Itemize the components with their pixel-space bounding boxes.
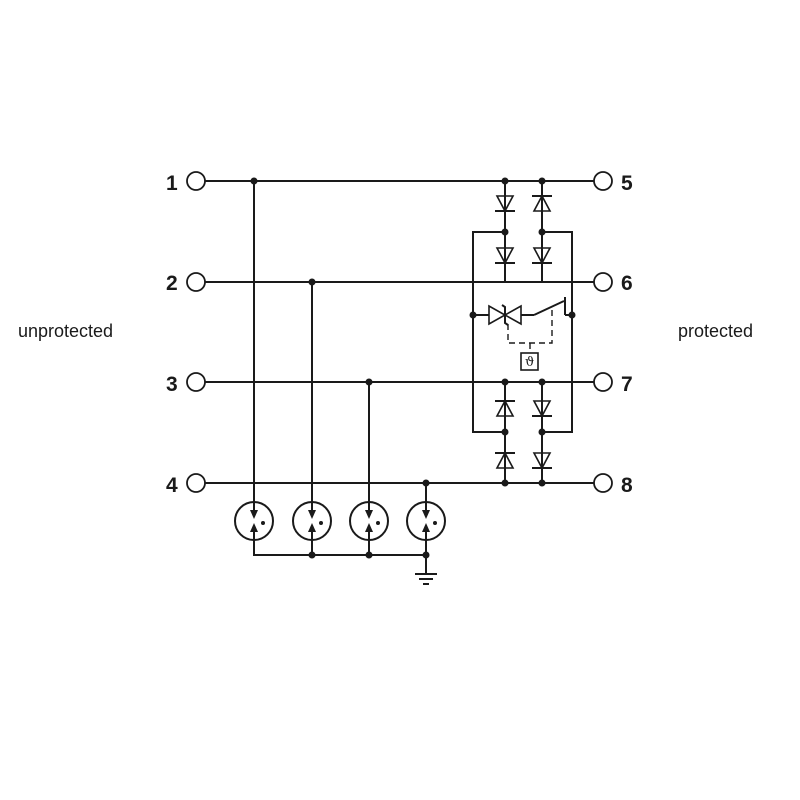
thermal-switch-icon: ϑ [507, 297, 572, 371]
terminal-circle-icon [593, 171, 613, 191]
junction-dots [250, 177, 576, 559]
thermal-symbol: ϑ [525, 355, 534, 370]
gas-discharge-tube-icon [349, 501, 389, 541]
terminal-circle-icon [593, 473, 613, 493]
gas-discharge-tube-icon [234, 501, 274, 541]
terminal-number-5: 5 [621, 172, 633, 195]
diode-icon [495, 399, 515, 417]
gdt-feed-lines [253, 181, 427, 503]
diode-icon [495, 247, 515, 265]
terminal-number-8: 8 [621, 474, 633, 497]
terminal-number-1: 1 [166, 172, 178, 195]
diode-icon [532, 452, 552, 470]
unprotected-label: unprotected [18, 321, 113, 341]
diode-icon [532, 194, 552, 212]
gas-discharge-tube-icon [292, 501, 332, 541]
diode-icon [495, 451, 515, 469]
bidirectional-tvs-icon [488, 304, 522, 326]
terminal-number-6: 6 [621, 272, 633, 295]
block-right-rail [542, 231, 573, 433]
diode-icon [495, 195, 515, 213]
terminal-number-4: 4 [166, 474, 178, 497]
gdt-common-bus [253, 540, 426, 556]
terminal-number-2: 2 [166, 272, 178, 295]
protection-block: ϑ [472, 181, 573, 483]
protected-label: protected [678, 321, 753, 341]
ground-bus [253, 540, 437, 585]
terminal-number-3: 3 [166, 373, 178, 396]
diode-icon [532, 400, 552, 418]
ground-icon [415, 573, 437, 585]
output-terminal-numbers: 5 6 7 8 [621, 172, 633, 497]
diode-icon [532, 247, 552, 265]
signal-lines [205, 180, 594, 484]
terminal-circle-icon [593, 372, 613, 392]
terminal-circle-icon [186, 272, 206, 292]
terminal-circle-icon [186, 372, 206, 392]
gas-discharge-tubes [234, 501, 446, 541]
terminal-number-7: 7 [621, 373, 633, 396]
gas-discharge-tube-icon [406, 501, 446, 541]
terminal-circle-icon [593, 272, 613, 292]
terminal-circles [186, 171, 613, 493]
terminal-circle-icon [186, 171, 206, 191]
input-terminal-numbers: 1 2 3 4 [166, 172, 178, 497]
block-left-rail [472, 231, 505, 433]
terminal-circle-icon [186, 473, 206, 493]
